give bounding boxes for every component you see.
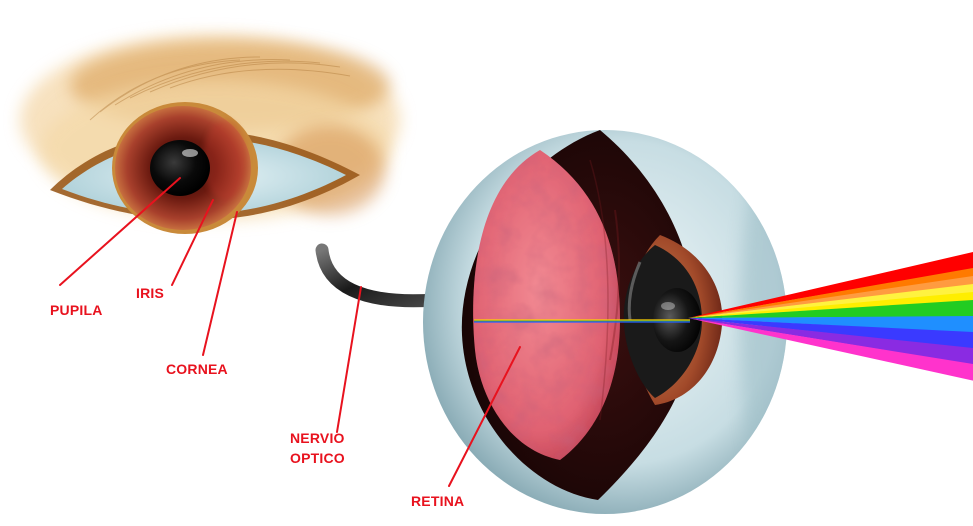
focal-rays (474, 320, 690, 322)
label-nervio: NERVIO (290, 430, 345, 447)
optic-nerve (322, 250, 435, 301)
label-pupila: PUPILA (50, 302, 103, 319)
cornea-leader-line (203, 212, 237, 355)
label-iris: IRIS (136, 285, 164, 302)
label-optico: OPTICO (290, 450, 345, 467)
label-retina: RETINA (411, 493, 464, 510)
nervio-optico-leader-line (337, 287, 361, 432)
label-cornea: CORNEA (166, 361, 228, 378)
